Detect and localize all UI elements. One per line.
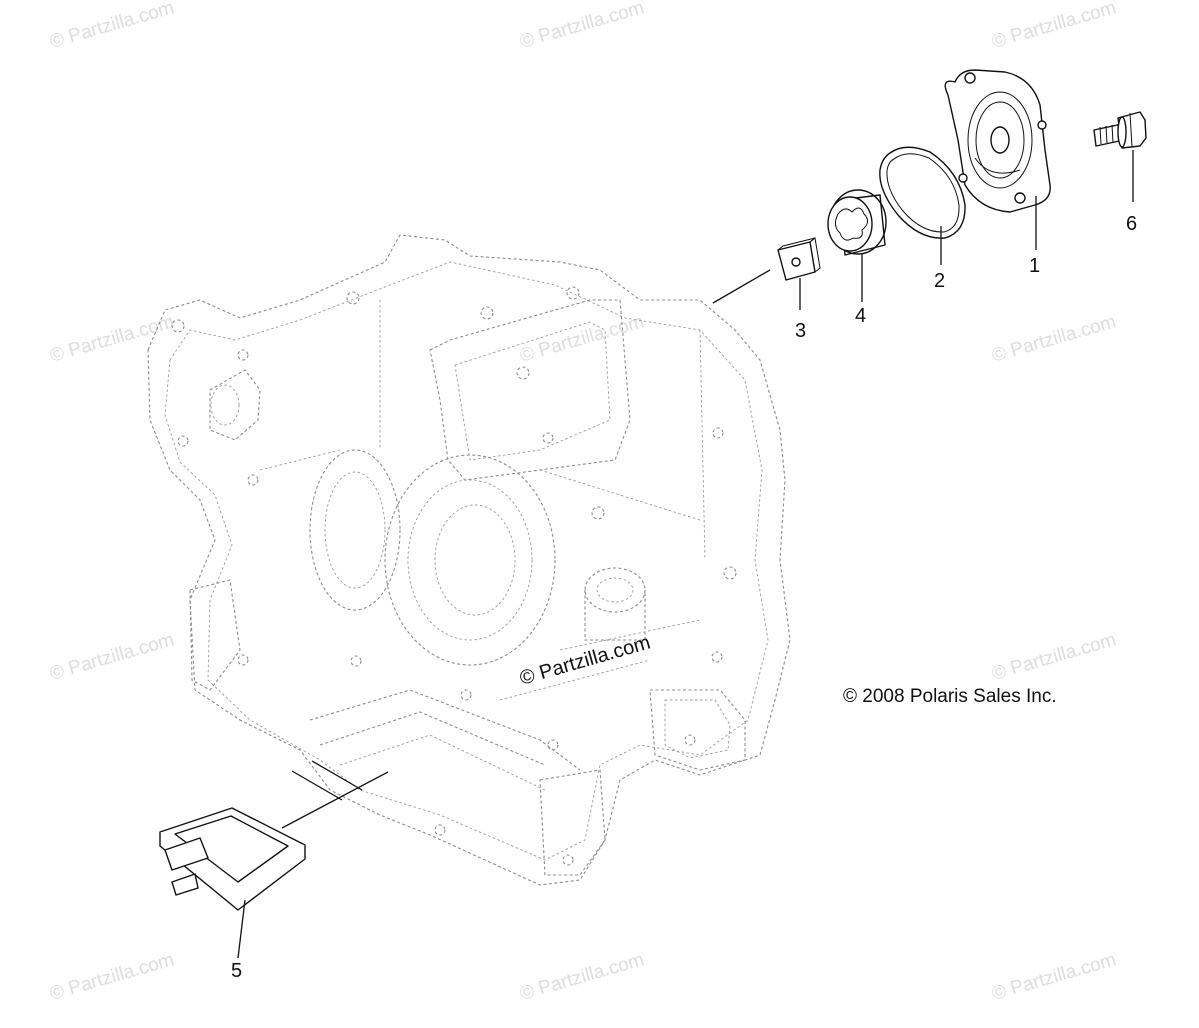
callout-labels: 1 2 3 4 5 6	[231, 213, 1137, 982]
oil-screen-part[interactable]	[159, 807, 306, 911]
watermark: © Partzilla.com	[48, 0, 177, 53]
pump-rotor-part[interactable]	[827, 189, 887, 256]
watermark: © Partzilla.com	[518, 0, 647, 53]
callout-2: 2	[934, 270, 945, 292]
callout-6: 6	[1126, 213, 1137, 235]
centerline-screen	[281, 771, 389, 829]
bolt-part[interactable]	[1093, 111, 1147, 149]
callout-1: 1	[1029, 255, 1040, 277]
assembly-lines	[281, 269, 771, 829]
oil-pump-cover-part[interactable]	[944, 69, 1051, 213]
watermark: © Partzilla.com	[990, 0, 1119, 53]
drive-key-part[interactable]	[777, 237, 821, 281]
watermark: © Partzilla.com	[990, 311, 1119, 366]
watermark: © Partzilla.com	[518, 949, 647, 1004]
copyright-notice: © 2008 Polaris Sales Inc.	[843, 686, 1057, 707]
centerline-tick	[291, 770, 343, 801]
watermark: © Partzilla.com	[48, 949, 177, 1004]
callout-5: 5	[231, 960, 242, 982]
watermark: © Partzilla.com	[990, 949, 1119, 1004]
watermark: © Partzilla.com	[990, 629, 1119, 684]
watermark: © Partzilla.com	[48, 311, 177, 366]
callout-3: 3	[795, 320, 806, 342]
leader-5	[237, 899, 246, 959]
callout-4: 4	[855, 305, 866, 327]
callout-leaders	[237, 150, 1134, 959]
centerline-tick	[311, 760, 363, 791]
watermark: © Partzilla.com	[48, 629, 177, 684]
crankcase-outline	[147, 234, 791, 886]
centerline-pump	[712, 269, 771, 304]
o-ring-part[interactable]	[879, 146, 966, 239]
